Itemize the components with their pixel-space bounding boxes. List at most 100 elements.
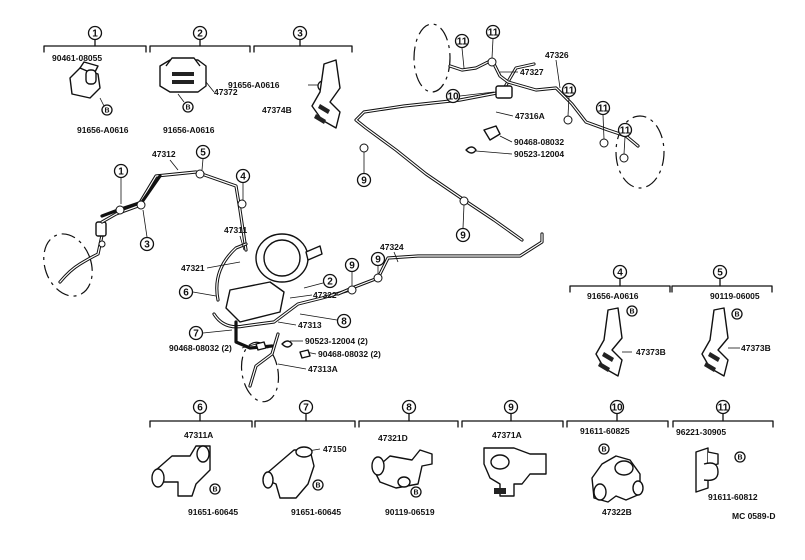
index-num-7: 7	[303, 403, 309, 414]
part-90119-06005: 90119-06005	[710, 291, 760, 301]
svg-text:9: 9	[375, 255, 381, 266]
bolt-b-4: B	[629, 309, 634, 316]
svg-text:11: 11	[620, 126, 631, 137]
callout-7: 7	[188, 325, 233, 341]
label-47313A: 47313A	[308, 364, 338, 374]
label-90523-12004-2: 90523-12004 (2)	[305, 336, 368, 346]
part-47373B-b: 47373B	[741, 343, 771, 353]
callout-11c: 11	[561, 82, 577, 117]
callout-9d: 9	[455, 204, 471, 243]
index-group-8: 8 47321D B 90119-06519	[358, 399, 459, 517]
part-47372: 47372	[214, 87, 238, 97]
label-90468-08032: 90468-08032	[514, 137, 564, 147]
index-num-6: 6	[197, 403, 203, 414]
index-group-11: 11 96221-30905 B 91611-60812	[672, 399, 774, 502]
index-num-11: 11	[718, 403, 729, 414]
index-group-1: 1 90461-08055 B 91656-A0616	[43, 25, 147, 135]
index-num-3: 3	[297, 29, 303, 40]
callout-11e: 11	[617, 122, 633, 155]
part-91656-A0616-d: 91656-A0616	[587, 291, 639, 301]
index-group-9: 9 47371A	[461, 399, 564, 497]
index-num-4: 4	[617, 268, 623, 279]
index-num-2: 2	[197, 29, 203, 40]
bolt-b-5: B	[734, 312, 739, 319]
svg-text:2: 2	[327, 277, 333, 288]
callout-9c: 9	[356, 152, 372, 188]
bolt-b-8: B	[413, 490, 418, 497]
part-96221-30905: 96221-30905	[676, 427, 726, 437]
part-47373B-a: 47373B	[636, 347, 666, 357]
part-91651-60645-a: 91651-60645	[188, 507, 238, 517]
bolt-b-1: B	[104, 108, 109, 115]
index-num-8: 8	[406, 403, 412, 414]
callout-6: 6	[178, 284, 217, 300]
svg-text:1: 1	[118, 167, 124, 178]
part-47321D: 47321D	[378, 433, 408, 443]
label-47316A: 47316A	[515, 111, 545, 121]
bolt-b-2: B	[185, 105, 190, 112]
callout-8: 8	[299, 313, 352, 329]
svg-text:6: 6	[183, 288, 189, 299]
svg-text:3: 3	[144, 240, 150, 251]
index-group-5: 5 90119-06005 B 47373B	[671, 264, 773, 377]
part-90461-08055: 90461-08055	[52, 53, 102, 63]
callout-2: 2	[303, 273, 338, 289]
index-num-1: 1	[92, 29, 98, 40]
label-90468-08032-2b: 90468-08032 (2)	[318, 349, 381, 359]
callout-3: 3	[139, 209, 155, 252]
label-47322: 47322	[313, 290, 337, 300]
label-47311: 47311	[224, 225, 247, 235]
svg-text:11: 11	[457, 37, 468, 48]
bolt-b-7: B	[315, 483, 320, 490]
part-91656-A0616-b: 91656-A0616	[163, 125, 215, 135]
index-group-4: 4 91656-A0616 B 47373B	[569, 264, 671, 377]
part-91651-60645-b: 91651-60645	[291, 507, 341, 517]
index-num-5: 5	[717, 268, 723, 279]
index-num-10: 10	[611, 403, 623, 414]
label-47326: 47326	[545, 50, 569, 60]
label-47327: 47327	[520, 67, 544, 77]
part-47311A: 47311A	[184, 430, 213, 440]
part-91656-A0616-c: 91656-A0616	[228, 80, 280, 90]
label-90523-12004: 90523-12004	[514, 149, 564, 159]
svg-text:11: 11	[598, 104, 609, 115]
svg-text:9: 9	[460, 231, 466, 242]
callout-10: 10	[445, 88, 495, 104]
part-90119-06519: 90119-06519	[385, 507, 435, 517]
callout-11d: 11	[595, 100, 611, 140]
part-47371A: 47371A	[492, 430, 522, 440]
label-47324: 47324	[380, 242, 404, 252]
svg-text:10: 10	[447, 92, 459, 103]
callout-11b: 11	[485, 24, 501, 59]
index-group-3: 3 91656-A0616 B 47374B	[228, 25, 353, 129]
svg-text:4: 4	[240, 172, 246, 183]
svg-text:9: 9	[361, 176, 367, 187]
part-91611-60825: 91611-60825	[580, 426, 630, 436]
callout-4: 4	[235, 168, 251, 200]
index-group-2: 2 47372 B 91656-A0616	[149, 25, 251, 135]
part-47150: 47150	[323, 444, 347, 454]
svg-text:11: 11	[564, 86, 575, 97]
part-47322B: 47322B	[602, 507, 632, 517]
bolt-b-6: B	[212, 487, 217, 494]
svg-text:5: 5	[200, 148, 206, 159]
bolt-b-10: B	[601, 447, 606, 454]
index-num-9: 9	[508, 403, 514, 414]
label-90468-08032-2a: 90468-08032 (2)	[169, 343, 232, 353]
index-group-6: 6 47311A B 91651-60645	[149, 399, 253, 517]
svg-text:11: 11	[488, 28, 499, 39]
part-91611-60812: 91611-60812	[708, 492, 758, 502]
svg-text:7: 7	[193, 329, 199, 340]
callout-11a: 11	[454, 33, 470, 69]
index-group-7: 7 47150 B 91651-60645	[254, 399, 356, 517]
svg-text:9: 9	[349, 261, 355, 272]
label-47321: 47321	[181, 263, 205, 273]
callout-9a: 9	[344, 257, 360, 286]
callout-5: 5	[195, 144, 211, 171]
part-47374B: 47374B	[262, 105, 292, 115]
svg-text:8: 8	[341, 317, 347, 328]
label-47312: 47312	[152, 149, 176, 159]
diagram-code: MC 0589-D	[732, 511, 775, 521]
